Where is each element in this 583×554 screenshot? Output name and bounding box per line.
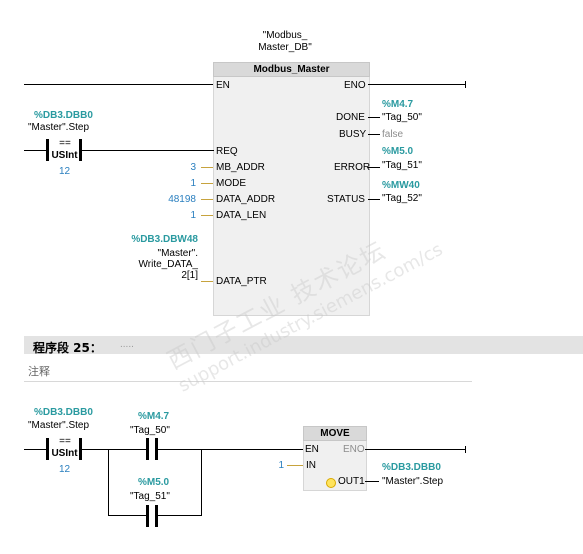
data-len-wire [201,215,213,216]
n25-compare-right-plate[interactable] [79,438,82,460]
done-name: "Tag_50" [382,112,422,123]
contact1-name: "Tag_50" [130,425,170,436]
move-en: EN [305,444,319,455]
pin-eno: ENO [344,80,366,91]
move-out-address: %DB3.DBB0 [382,462,441,473]
parallel-bottom-right-wire [158,515,202,516]
compare-address: %DB3.DBB0 [34,110,93,121]
n25-wire-to-contact [82,449,146,450]
pin-mb-addr: MB_ADDR [216,162,265,173]
data-ptr-name-1: "Master". [157,248,198,259]
pin-mode: MODE [216,178,246,189]
status-wire [368,199,380,200]
mode-wire [201,183,213,184]
pin-busy: BUSY [339,129,367,140]
contact2-address: %M5.0 [138,477,170,488]
eno-end-tick [465,81,466,88]
comment-divider [24,381,472,382]
error-address: %M5.0 [382,146,414,157]
data-len-value[interactable]: 1 [190,210,196,221]
data-ptr-name-3: 2[1] [181,270,198,281]
out-add-icon[interactable] [326,478,336,488]
data-addr-wire [201,199,213,200]
move-in: IN [306,460,316,471]
pin-error: ERROR [334,162,371,173]
mode-value[interactable]: 1 [190,178,196,189]
pin-data-len: DATA_LEN [216,210,267,221]
data-addr-value[interactable]: 48198 [168,194,196,205]
move-out-name: "Master".Step [382,476,444,487]
n25-compare-name: "Master".Step [28,420,90,431]
move-title[interactable]: MOVE [303,426,367,441]
n25-compare-address: %DB3.DBB0 [34,407,93,418]
compare-value: 12 [58,166,71,177]
data-ptr-address[interactable]: %DB3.DBW48 [131,234,198,245]
contact2-left-plate[interactable] [146,505,149,527]
contact1-left-plate[interactable] [146,438,149,460]
move-eno: ENO [343,444,365,455]
error-wire [368,167,380,168]
n25-compare-operator: == [59,436,71,447]
network-25-header[interactable] [24,336,583,354]
network-25-title-placeholder[interactable]: ..... [120,339,134,350]
n25-compare-left-plate[interactable] [46,438,49,460]
parallel-left-branch [108,449,109,516]
pin-req: REQ [216,146,238,157]
move-out-wire [365,481,379,482]
status-address: %MW40 [382,180,420,191]
instance-db-name: "Modbus_ Master_DB" [258,30,312,53]
done-address: %M4.7 [382,99,414,110]
pin-data-addr: DATA_ADDR [216,194,276,205]
n25-left-wire [24,449,48,450]
network-25-title: 程序段 25： [33,341,102,355]
pin-done: DONE [336,112,365,123]
move-out1: OUT1 [338,476,365,487]
busy-wire [368,134,380,135]
done-wire [368,117,380,118]
pin-data-ptr: DATA_PTR [216,276,267,287]
contact2-name: "Tag_51" [130,491,170,502]
move-in-value[interactable]: 1 [278,460,284,471]
contact1-address: %M4.7 [138,411,170,422]
n25-wire-to-move [158,449,304,450]
eno-wire [368,84,466,85]
error-name: "Tag_51" [382,160,422,171]
status-name: "Tag_52" [382,193,422,204]
modbus-master-block[interactable] [213,62,370,316]
parallel-right-branch [201,449,202,516]
rung-left-wire [24,150,48,151]
data-ptr-wire [201,281,213,282]
req-wire [82,150,214,151]
move-in-wire [287,465,303,466]
compare-contact-right-plate[interactable] [79,139,82,161]
pin-status: STATUS [327,194,365,205]
mb-addr-wire [201,167,213,168]
contact2-right-plate[interactable] [155,505,158,527]
pin-en: EN [216,80,230,91]
mb-addr-value[interactable]: 3 [190,162,196,173]
busy-value: false [382,129,404,140]
block-title[interactable]: Modbus_Master [213,62,370,77]
compare-name: "Master".Step [28,122,90,133]
move-eno-wire [365,449,466,450]
n25-compare-value: 12 [58,464,71,475]
contact1-right-plate[interactable] [155,438,158,460]
network-25-comment[interactable]: 注释 [28,365,50,378]
n25-compare-type: USInt [51,448,78,459]
instance-db-label: "Modbus_ Master_DB" [250,30,320,54]
move-eno-tick [465,446,466,453]
compare-contact-left-plate[interactable] [46,139,49,161]
compare-operator: == [59,138,71,149]
en-wire [24,84,214,85]
compare-type: USInt [51,150,78,161]
data-ptr-name-2: Write_DATA_ [138,259,198,270]
parallel-bottom-left-wire [108,515,148,516]
